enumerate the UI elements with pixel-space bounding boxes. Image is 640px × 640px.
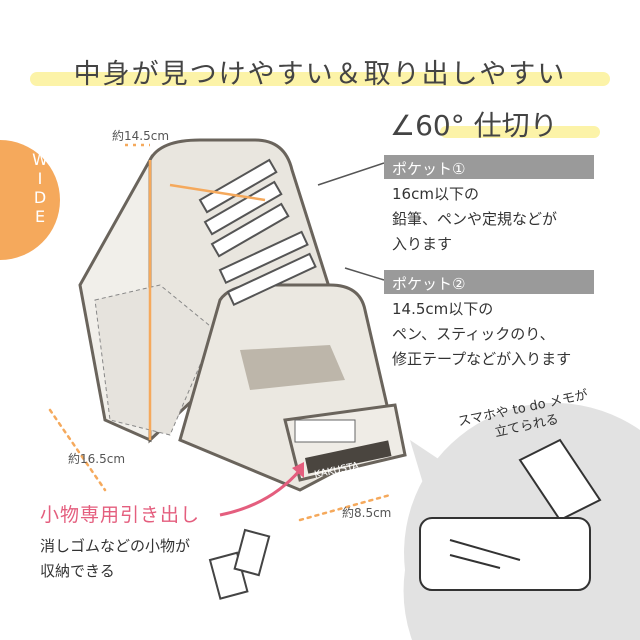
page-title: 中身が見つけやすい＆取り出しやすい bbox=[73, 59, 567, 90]
drawer-line: 消しゴムなどの小物が bbox=[40, 537, 191, 555]
dimension-width: 約14.5cm bbox=[112, 129, 170, 143]
desc-line: 14.5cm以下の bbox=[392, 300, 494, 318]
desc-line: 鉛筆、ペンや定規などが bbox=[392, 210, 558, 228]
title-highlight bbox=[30, 72, 610, 86]
feature-heading: ∠60° 仕切り bbox=[390, 109, 558, 142]
feature-highlight bbox=[440, 126, 600, 138]
wide-badge bbox=[0, 140, 60, 260]
desc-line: 16cm以下の bbox=[392, 185, 479, 203]
eraser-icon bbox=[208, 528, 271, 600]
desc-line: ペン、スティックのり、 bbox=[392, 325, 555, 343]
phone-stand-icon bbox=[419, 438, 602, 591]
dimension-height: 約16.5cm bbox=[68, 452, 126, 466]
dimension-depth: 約8.5cm bbox=[342, 506, 392, 520]
drawer-description: 消しゴムなどの小物が 収納できる bbox=[40, 534, 190, 584]
pocket-1-description: 16cm以下の 鉛筆、ペンや定規などが 入ります bbox=[392, 182, 632, 257]
pocket-1-label: ポケット① bbox=[384, 155, 594, 179]
desc-line: 入ります bbox=[392, 235, 453, 253]
pocket-2-label: ポケット② bbox=[384, 270, 594, 294]
drawer-line: 収納できる bbox=[40, 562, 115, 580]
pocket-2-description: 14.5cm以下の ペン、スティックのり、 修正テープなどが入ります bbox=[392, 297, 632, 372]
desc-line: 修正テープなどが入ります bbox=[392, 350, 572, 368]
drawer-title: 小物専用引き出し bbox=[40, 504, 201, 526]
pencils-icon bbox=[198, 158, 317, 307]
